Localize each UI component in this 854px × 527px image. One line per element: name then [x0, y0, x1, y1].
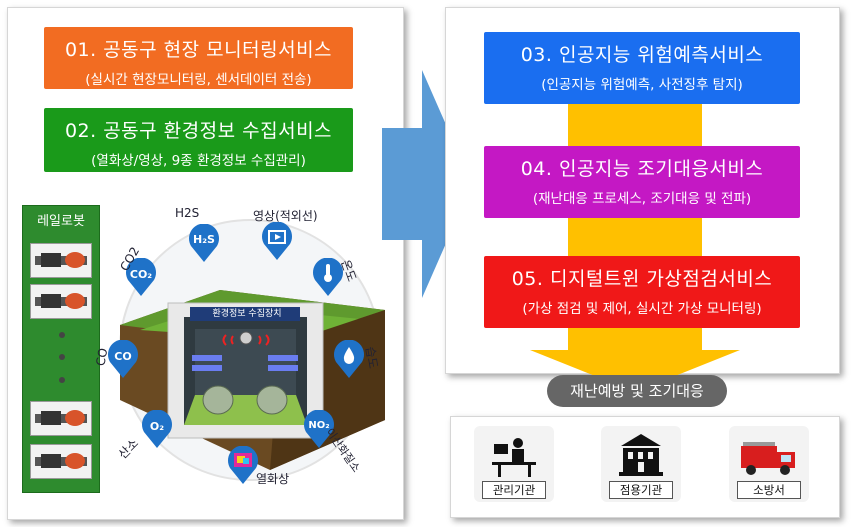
service-04-box: 04. 인공지능 조기대응서비스 (재난대응 프로세스, 조기대응 및 전파) — [484, 146, 800, 218]
institution-fire-station: 소방서 — [729, 426, 809, 502]
building-icon — [619, 434, 663, 476]
ellipsis-dot — [59, 377, 65, 383]
rail-robot-image — [30, 444, 92, 479]
ellipsis-dot — [59, 354, 65, 360]
service-02-box: 02. 공동구 환경정보 수집서비스 (열화상/영상, 9종 환경정보 수집관리… — [44, 108, 353, 172]
service-02-subtitle: (열화상/영상, 9종 환경정보 수집관리) — [91, 153, 306, 169]
service-01-subtitle: (실시간 현장모니터링, 센서데이터 전송) — [85, 72, 312, 88]
service-04-subtitle: (재난대응 프로세스, 조기대응 및 전파) — [532, 191, 752, 207]
rail-robot-image — [30, 401, 92, 436]
institution-label: 점용기관 — [609, 481, 673, 499]
thermal-camera-icon — [228, 446, 258, 484]
service-05-subtitle: (가상 점검 및 제어, 실시간 가상 모니터링) — [522, 301, 762, 317]
fire-truck-icon — [741, 442, 795, 475]
humidity-icon — [334, 340, 364, 378]
service-01-box: 01. 공동구 현장 모니터링서비스 (실시간 현장모니터링, 센서데이터 전송… — [44, 27, 353, 89]
co-icon-text: CO — [114, 350, 132, 363]
no2-icon-text: NO₂ — [308, 420, 330, 431]
video-camera-icon — [262, 222, 292, 260]
service-03-title: 03. 인공지능 위험예측서비스 — [520, 44, 764, 66]
service-02-title: 02. 공동구 환경정보 수집서비스 — [64, 120, 333, 142]
h2s-label: H2S — [175, 206, 200, 220]
service-03-box: 03. 인공지능 위험예측서비스 (인공지능 위험예측, 사전징후 탐지) — [484, 32, 800, 104]
rail-robot-title: 레일로봇 — [37, 214, 85, 229]
institution-occupancy: 점용기관 — [601, 426, 681, 502]
institution-label: 소방서 — [737, 481, 801, 499]
o2-icon-text: O₂ — [149, 420, 165, 433]
h2s-icon-text: H₂S — [193, 233, 215, 246]
institution-management: 관리기관 — [474, 426, 554, 502]
co-icon — [108, 340, 138, 378]
ellipsis-dot — [59, 332, 65, 338]
rail-robot-image — [30, 243, 92, 278]
no2-icon — [304, 410, 334, 448]
service-03-subtitle: (인공지능 위험예측, 사전징후 탐지) — [541, 77, 743, 93]
rail-robot-image — [30, 284, 92, 319]
service-04-title: 04. 인공지능 조기대응서비스 — [520, 158, 764, 180]
thermometer-icon — [313, 258, 343, 296]
service-01-title: 01. 공동구 현장 모니터링서비스 — [64, 39, 333, 61]
result-banner: 재난예방 및 조기대응 — [547, 375, 727, 407]
service-05-box: 05. 디지털트윈 가상점검서비스 (가상 점검 및 제어, 실시간 가상 모니… — [484, 256, 800, 328]
service-05-title: 05. 디지털트윈 가상점검서비스 — [511, 268, 773, 290]
co2-icon — [126, 258, 156, 296]
device-label: 환경정보 수집장치 — [212, 309, 282, 319]
o2-icon — [142, 410, 172, 448]
thermal-label: 열화상 — [256, 472, 290, 486]
co2-icon-text: CO₂ — [129, 268, 153, 281]
video-label: 영상(적외선) — [253, 209, 318, 223]
operator-desk-icon — [492, 438, 536, 477]
flow-arrow — [382, 70, 472, 298]
humidity-label: 습도 — [362, 345, 381, 370]
h2s-icon — [189, 224, 219, 262]
escalation-arrow — [530, 100, 740, 392]
rail-robot-panel: 레일로봇 — [22, 205, 100, 493]
institution-label: 관리기관 — [482, 481, 546, 499]
